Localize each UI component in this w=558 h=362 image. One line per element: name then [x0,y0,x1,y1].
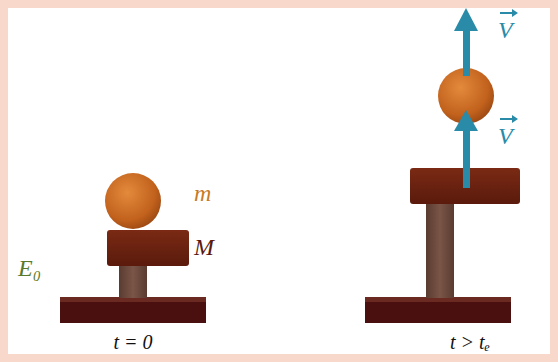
velocity-label: V [498,123,513,149]
ball-m [105,173,161,229]
frame [4,4,554,358]
energy-label: E₀ [18,255,41,281]
velocity-label: V [498,17,513,43]
base-plate [60,297,206,323]
velocity-arrow [454,8,478,188]
base-plate [365,297,511,323]
mass-label: m [194,180,211,206]
mass-label: M [194,234,214,260]
time-label: t = 0 [113,331,152,353]
block-M [107,230,189,266]
time-label: t > tₑ [450,331,490,353]
stem [119,264,147,298]
stem [426,202,454,298]
